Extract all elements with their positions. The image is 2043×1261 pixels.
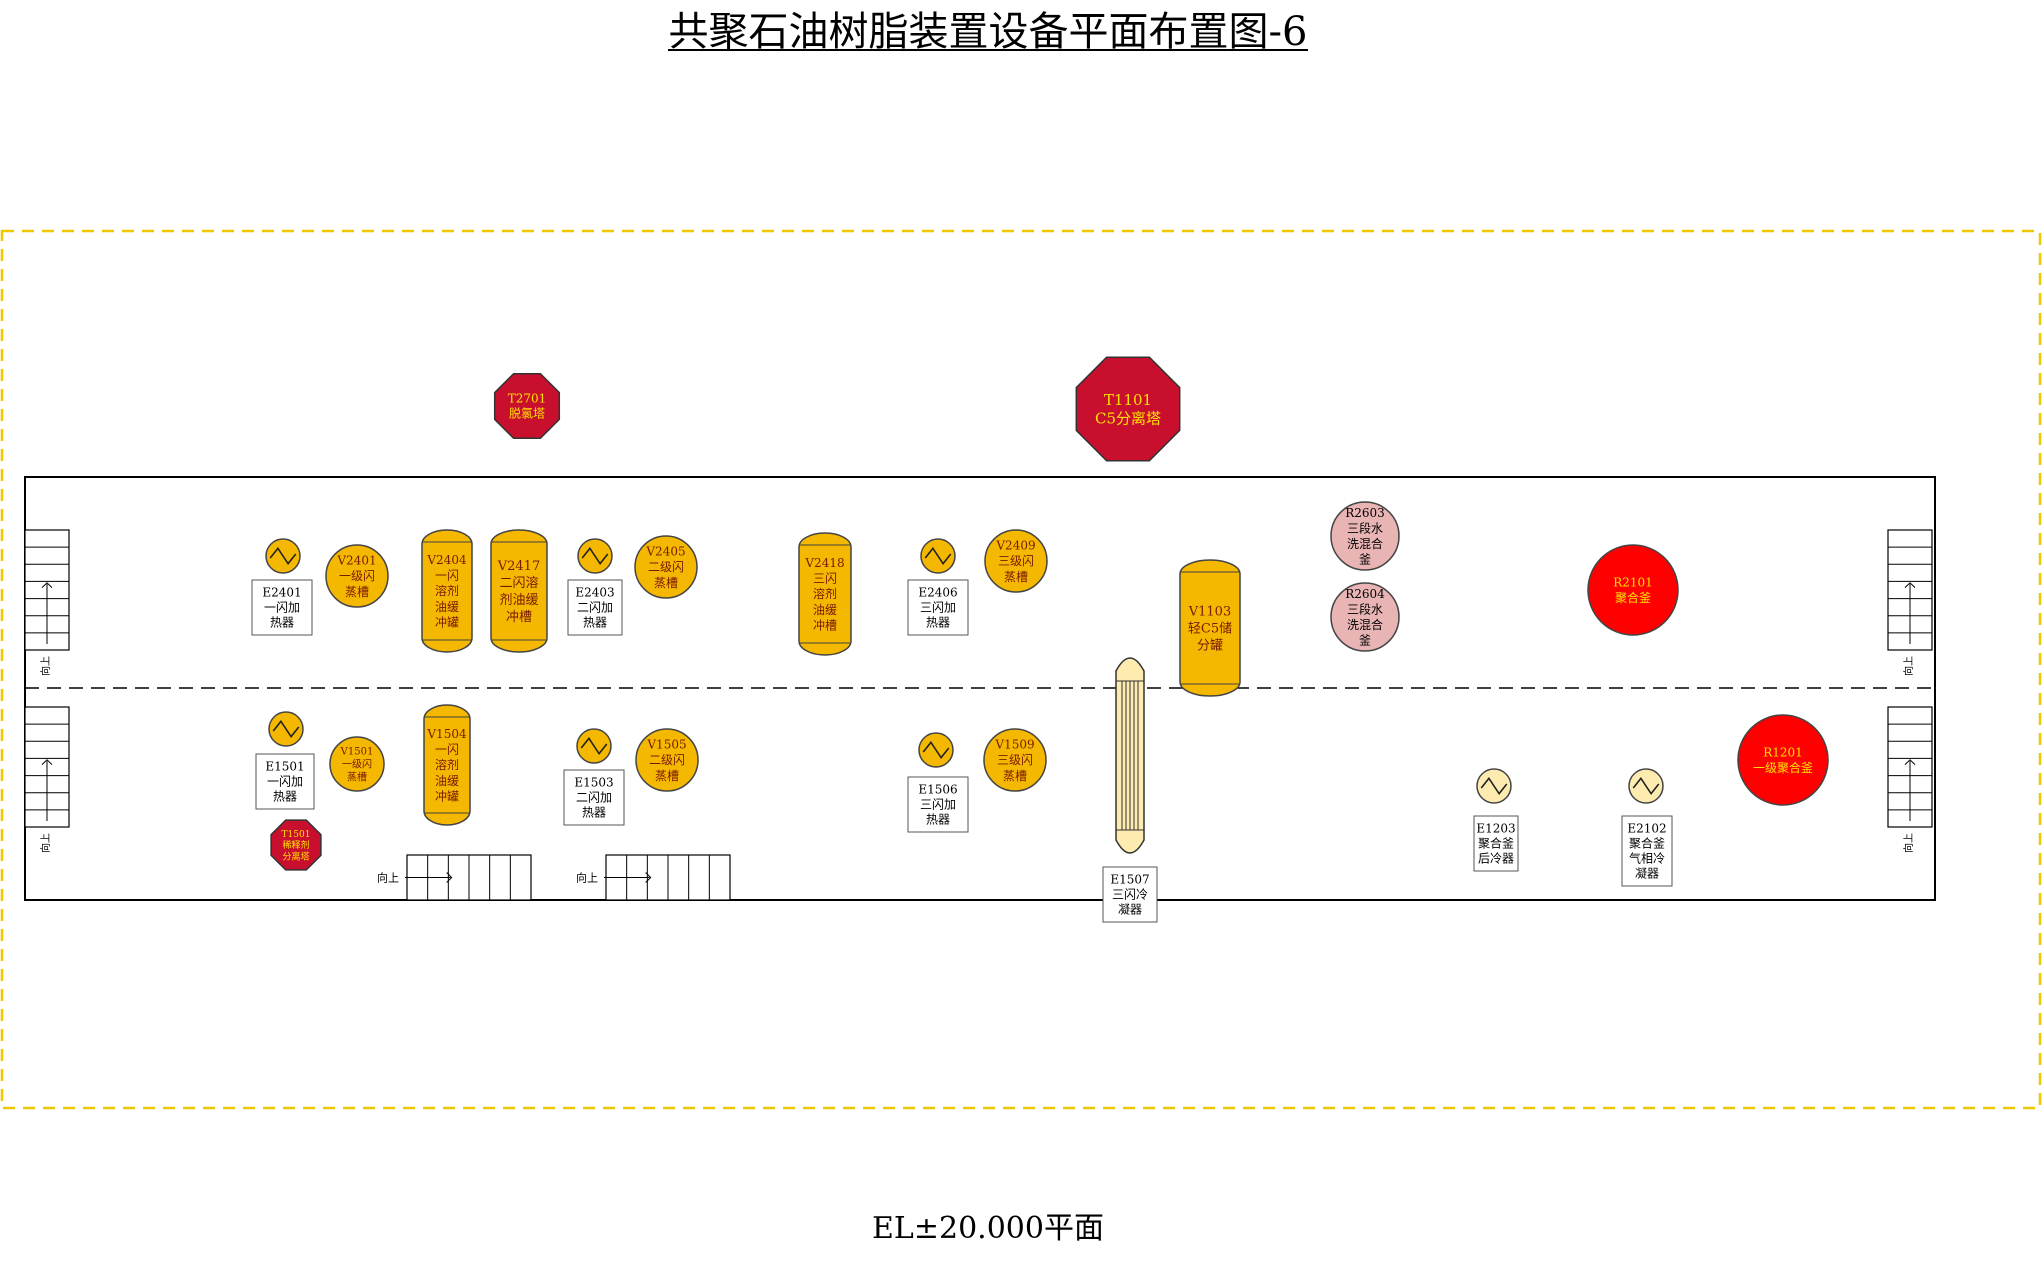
heat-exchanger-icon: [580, 736, 608, 756]
stairs-label: 向上: [39, 833, 52, 853]
stairs-label: 向上: [576, 871, 598, 885]
heat-exchanger-icon: [922, 740, 950, 760]
elevation-label: EL±20.000平面: [872, 1211, 1104, 1246]
heat-exchanger-icon: [1480, 776, 1508, 796]
stairs-bottom-1: 向上: [377, 854, 532, 901]
stairs-label: 向上: [1902, 656, 1915, 676]
stairs-bottom-2: 向上: [576, 854, 731, 901]
stairs-right-top: 向上: [1887, 529, 1933, 676]
site-boundary: [0, 229, 2042, 1110]
heat-exchanger-icon: [581, 546, 609, 566]
heat-exchanger-icon: [1632, 776, 1660, 796]
heat-exchanger-icon: [269, 546, 297, 566]
stairs-label: 向上: [377, 871, 399, 885]
stairs-left-top: 向上: [24, 529, 70, 676]
heat-exchanger-icon: [272, 719, 300, 739]
stairs-label: 向上: [39, 656, 52, 676]
stairs-label: 向上: [1902, 833, 1915, 853]
stairs-left-bottom: 向上: [24, 706, 70, 853]
stairs-right-bottom: 向上: [1887, 706, 1933, 853]
heat-exchanger-icon: [924, 546, 952, 566]
drawing-title: 共聚石油树脂装置设备平面布置图-6: [669, 9, 1308, 55]
